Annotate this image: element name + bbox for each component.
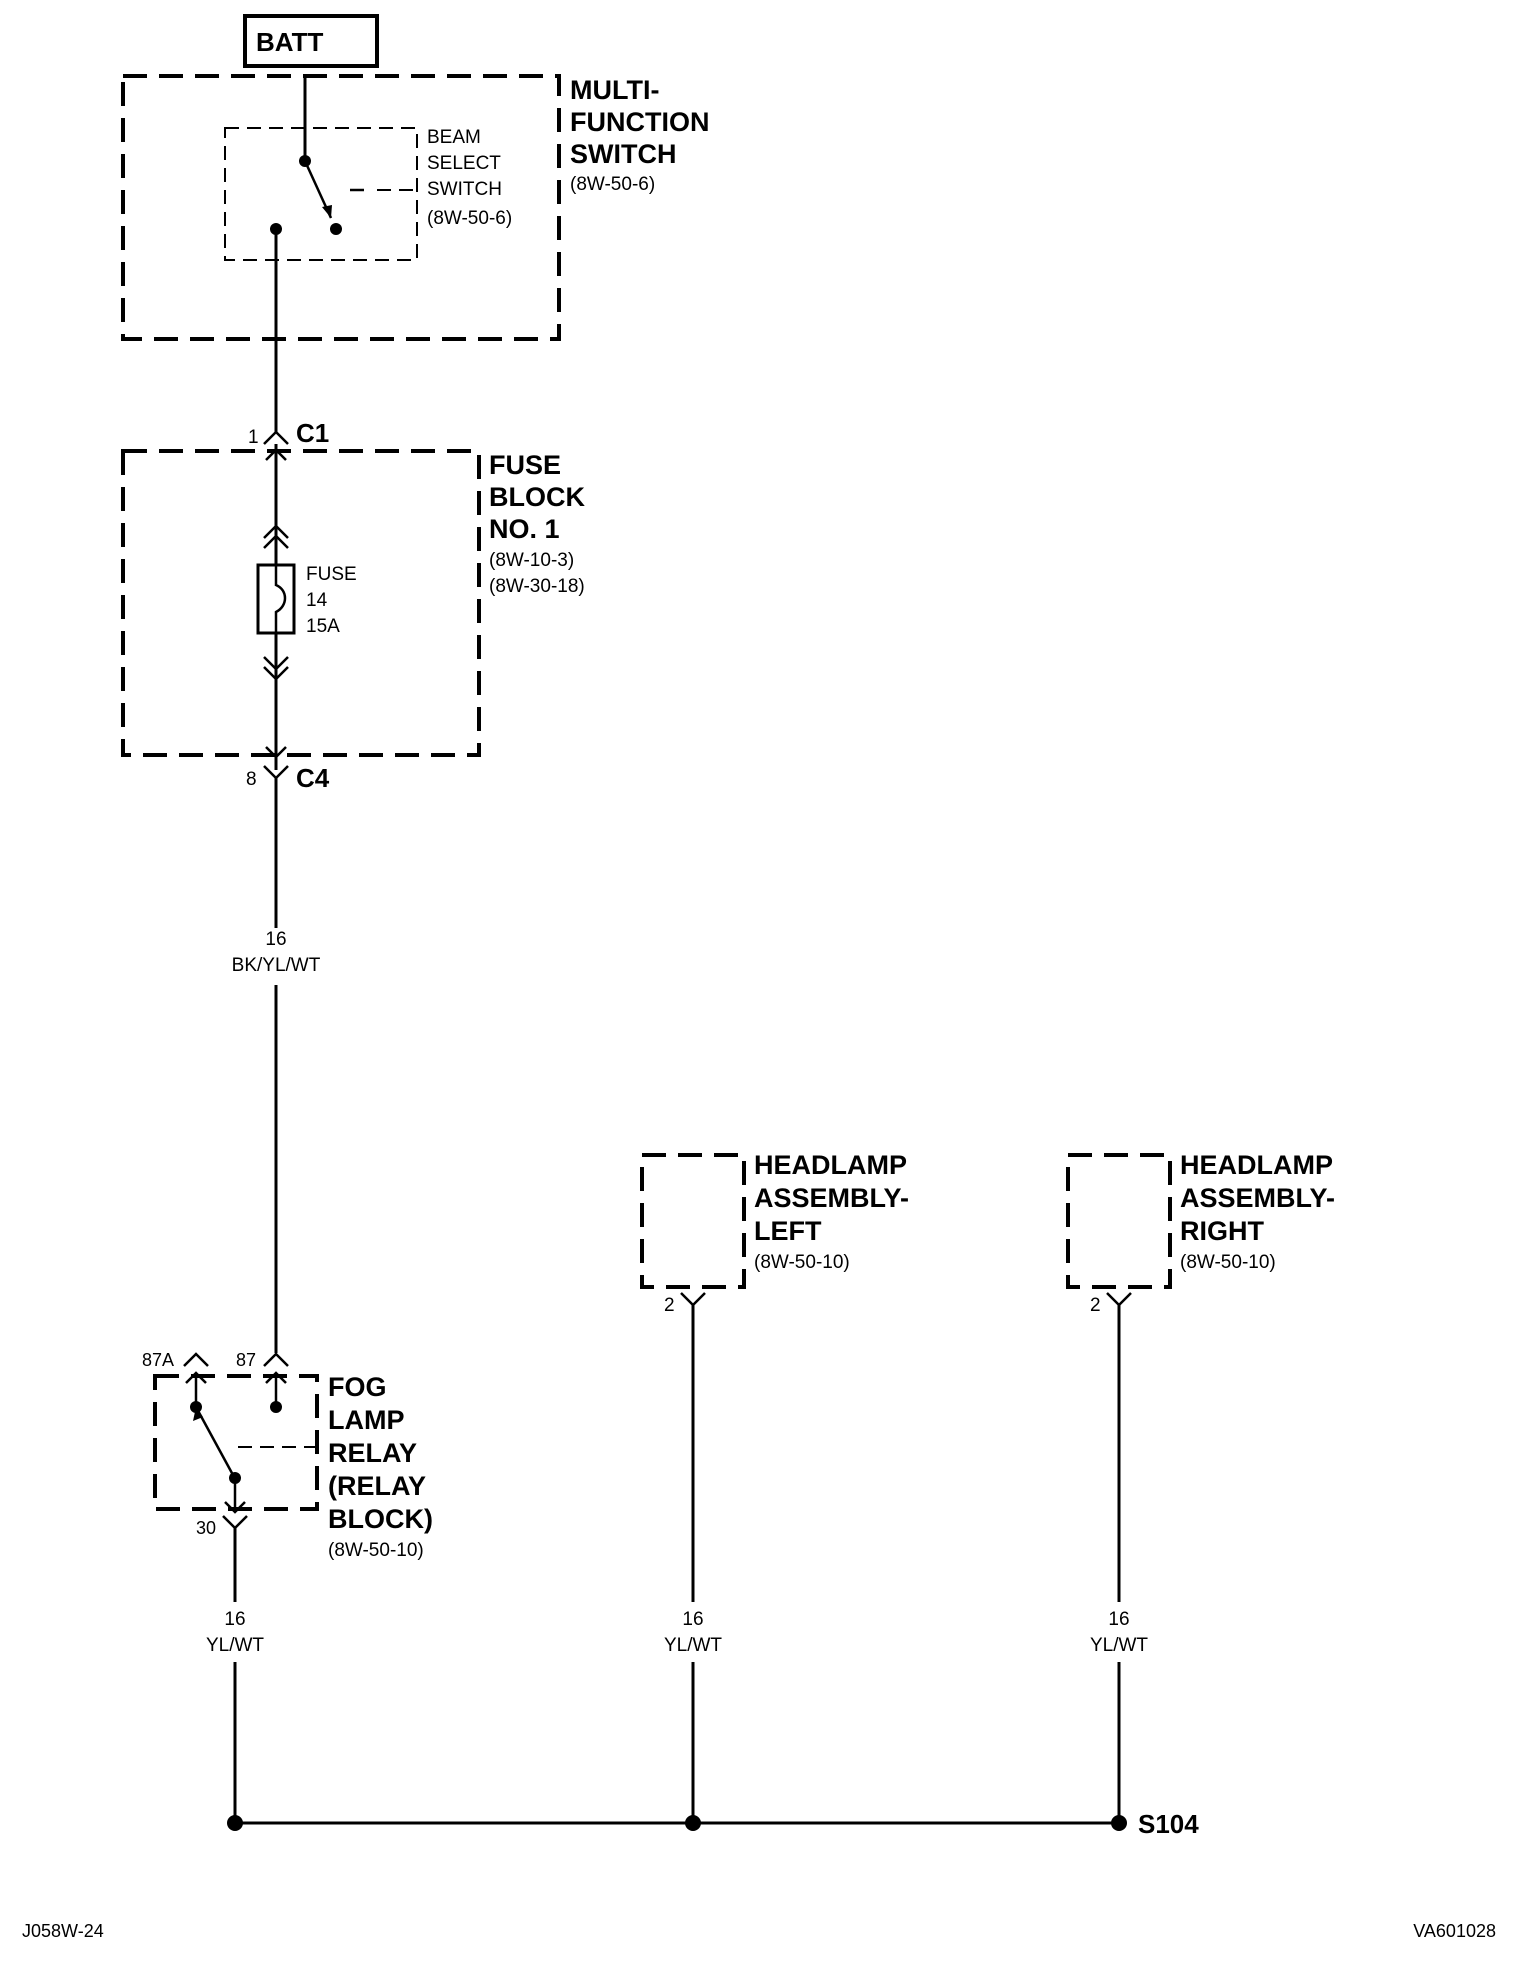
c1-inner-arrow (265, 448, 287, 461)
c1-connector-symbol (263, 430, 289, 445)
relay-87a-connector (183, 1352, 209, 1367)
wire-right-gauge: 16 (1108, 1609, 1129, 1630)
wire-relay-out-color: YL/WT (206, 1635, 264, 1656)
fog-relay-label: FOG LAMP RELAY (RELAY BLOCK) (328, 1372, 433, 1534)
relay-87-connector (263, 1352, 289, 1367)
c4-inner-arrow (265, 746, 287, 759)
fuse-block-box (121, 449, 481, 757)
headlamp-left-pin: 2 (664, 1295, 675, 1316)
relay-30-connector (222, 1515, 248, 1530)
multifunction-switch-ref: (8W-50-6) (570, 174, 655, 195)
splice-node-relay (227, 1815, 243, 1831)
headlamp-right-label: HEADLAMP ASSEMBLY- RIGHT (1180, 1150, 1343, 1246)
switch-blade-arrow (322, 205, 332, 218)
multifunction-switch-label: MULTI- FUNCTION SWITCH (570, 75, 717, 169)
relay-87-pin: 87 (236, 1350, 256, 1370)
headlamp-right-connector (1106, 1292, 1132, 1307)
fuse-label: FUSE 14 15A (306, 564, 362, 637)
relay-armature-arrow (193, 1407, 203, 1421)
beam-select-switch-label: BEAM SELECT SWITCH (427, 127, 506, 200)
wire-left-gauge: 16 (682, 1609, 703, 1630)
batt-label: BATT (256, 27, 324, 57)
relay-30-inner (224, 1501, 246, 1514)
fuse-block-label: FUSE BLOCK NO. 1 (489, 450, 593, 544)
fuse-top-arrow-2 (263, 534, 289, 549)
fuse-element (274, 565, 287, 633)
relay-87-contact (270, 1401, 282, 1413)
beam-select-switch-box (224, 127, 418, 261)
beam-select-switch-ref: (8W-50-6) (427, 208, 512, 229)
c1-name: C1 (296, 418, 329, 448)
switch-contact-right (330, 223, 342, 235)
wire-left-color: YL/WT (664, 1635, 722, 1656)
fog-relay-ref: (8W-50-10) (328, 1540, 424, 1561)
relay-30-pin: 30 (196, 1518, 216, 1538)
splice-node-left (685, 1815, 701, 1831)
c4-name: C4 (296, 763, 330, 793)
headlamp-left-ref: (8W-50-10) (754, 1252, 850, 1273)
multifunction-switch-box (121, 74, 561, 341)
c4-pin: 8 (246, 769, 257, 790)
footer-left-code: J058W-24 (22, 1921, 104, 1941)
splice-node-right (1111, 1815, 1127, 1831)
wire-right-color: YL/WT (1090, 1635, 1148, 1656)
footer-right-code: VA601028 (1413, 1921, 1496, 1941)
fuse-bottom-arrow-1 (263, 656, 289, 671)
wire-relay-out-gauge: 16 (224, 1609, 245, 1630)
splice-label: S104 (1138, 1809, 1199, 1839)
fuse-block-ref: (8W-10-3) (8W-30-18) (489, 550, 585, 597)
fuse-top-arrow-1 (263, 524, 289, 539)
headlamp-right-pin: 2 (1090, 1295, 1101, 1316)
c1-pin: 1 (248, 427, 259, 448)
wire-main-color: BK/YL/WT (232, 955, 321, 976)
relay-87a-pin: 87A (142, 1350, 174, 1370)
fuse-bottom-arrow-2 (263, 666, 289, 681)
relay-armature (194, 1406, 235, 1476)
headlamp-left-box (640, 1153, 746, 1289)
headlamp-right-box (1066, 1153, 1172, 1289)
wire-main-gauge: 16 (265, 929, 286, 950)
headlamp-left-connector (680, 1292, 706, 1307)
batt-box (243, 14, 379, 68)
headlamp-left-label: HEADLAMP ASSEMBLY- LEFT (754, 1150, 917, 1246)
headlamp-right-ref: (8W-50-10) (1180, 1252, 1276, 1273)
